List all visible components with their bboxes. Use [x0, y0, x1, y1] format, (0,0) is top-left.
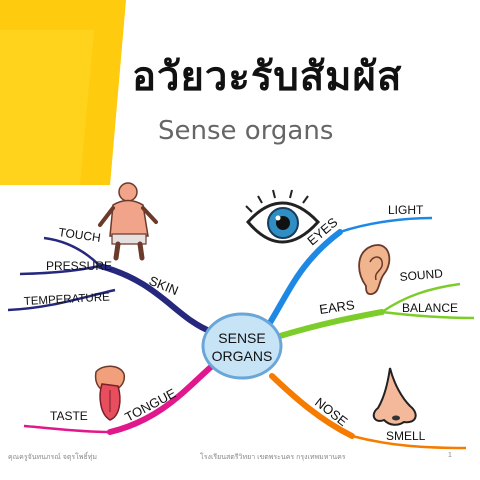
- smell-label: SMELL: [386, 429, 426, 443]
- slide-subtitle: Sense organs: [158, 116, 334, 146]
- balance-label: BALANCE: [402, 301, 458, 315]
- tongue-icon: [94, 365, 126, 421]
- ear-icon: [358, 244, 391, 296]
- branch-tongue: TONGUE TASTE: [23, 363, 215, 435]
- touch-line: [43, 236, 101, 267]
- eyes-branch-line: [265, 229, 343, 329]
- temperature-label: TEMPERATURE: [24, 291, 111, 308]
- slide-title: อวัยวะรับสัมผัส: [132, 54, 403, 100]
- footer-school: โรงเรียนสตรีวิทยา เขตพระนคร กรุงเทพมหานค…: [200, 454, 346, 461]
- light-label: LIGHT: [388, 203, 424, 217]
- eye-icon: [245, 189, 321, 244]
- light-line: [339, 216, 433, 234]
- touch-label: TOUCH: [58, 225, 102, 245]
- skin-branch-line: [97, 263, 215, 335]
- balance-line: [381, 310, 475, 320]
- body-icon: [98, 182, 158, 261]
- pressure-line: [19, 264, 101, 276]
- taste-label: TASTE: [50, 409, 88, 423]
- ears-branch-line: [277, 309, 385, 339]
- tongue-branch-line: [107, 363, 215, 435]
- branch-ears: EARS SOUND BALANCE: [277, 244, 475, 339]
- temperature-line: [7, 288, 116, 312]
- ears-label: EARS: [318, 297, 355, 317]
- smell-line: [351, 434, 467, 450]
- sound-label: SOUND: [399, 266, 444, 284]
- pressure-label: PRESSURE: [46, 259, 112, 273]
- branch-nose: NOSE SMELL: [269, 367, 467, 450]
- page-number: 1: [448, 452, 452, 459]
- taste-line: [23, 424, 111, 434]
- center-label-line1: SENSE: [218, 330, 265, 346]
- nose-icon: [372, 367, 417, 426]
- footer-author: คุณครูจันทนภรณ์ จตุรโพธิ์ทุ่ม: [8, 454, 98, 461]
- skin-label: SKIN: [147, 273, 181, 298]
- branch-skin: SKIN TOUCH PRESSURE TEMPERATURE: [7, 182, 215, 335]
- center-node: SENSE ORGANS: [201, 312, 283, 380]
- nose-branch-line: [269, 373, 355, 439]
- branch-eyes: EYES LIGHT: [245, 189, 433, 329]
- sound-line: [381, 282, 461, 314]
- center-label-line2: ORGANS: [212, 348, 273, 364]
